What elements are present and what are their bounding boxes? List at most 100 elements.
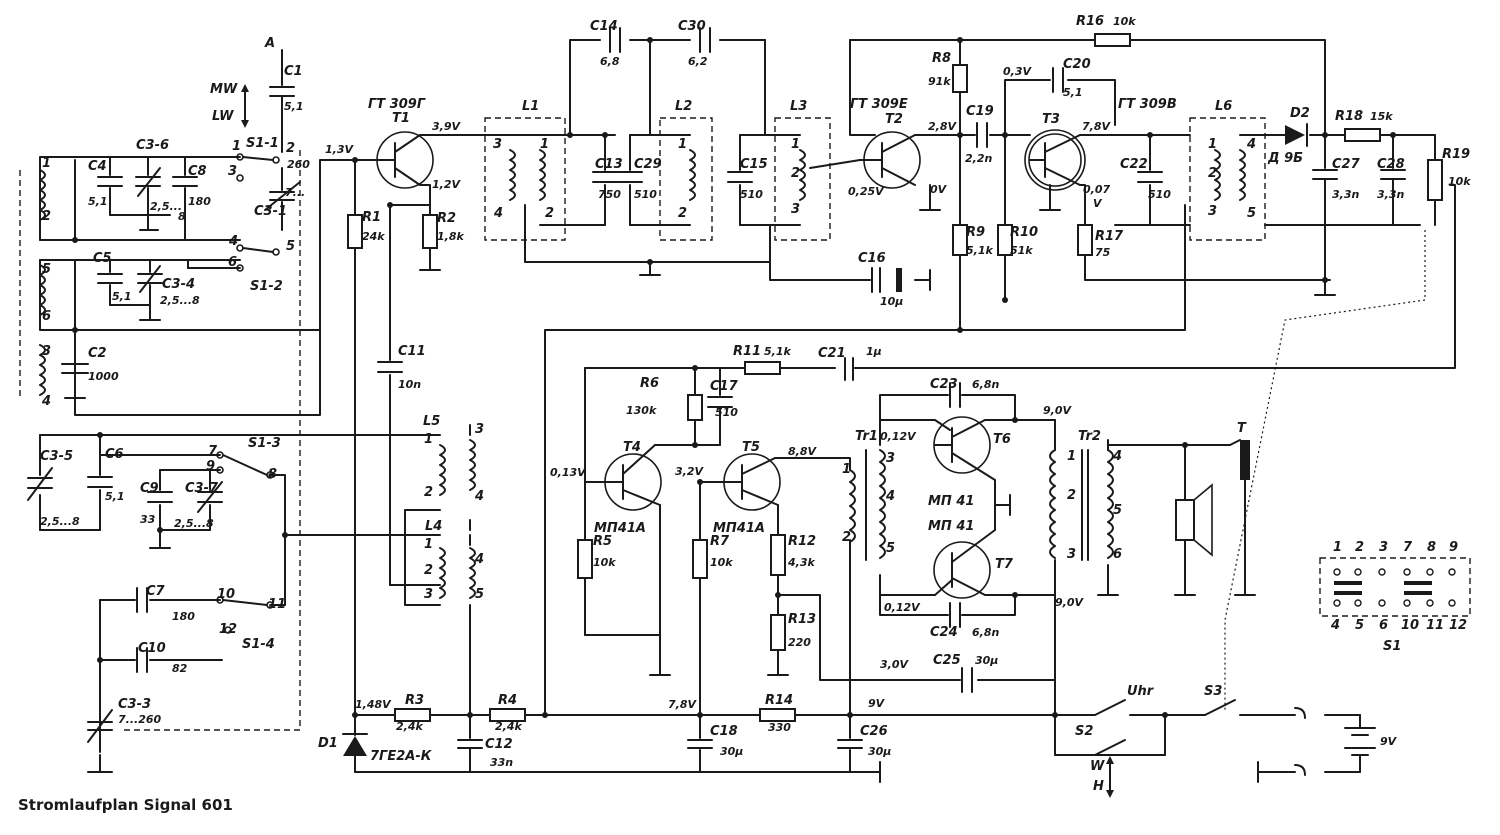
l3-label: L3 <box>790 99 807 114</box>
tr2-pin-2: 2 <box>1067 488 1076 503</box>
c30-value: 6,2 <box>688 55 708 68</box>
c15-value: 510 <box>740 188 763 201</box>
l6-label: L6 <box>1215 99 1232 114</box>
c13-label: C13 <box>595 157 623 172</box>
tr2-pin-6: 6 <box>1113 547 1122 562</box>
switch-contacts <box>216 153 1306 776</box>
c27-value: 3,3n <box>1332 188 1359 201</box>
c14-label: C14 <box>590 19 618 34</box>
resistor-r7 <box>692 539 708 579</box>
c2-value: 1000 <box>88 370 119 383</box>
resistor-r3 <box>394 708 431 722</box>
s1-contact-map-6: 6 <box>1379 618 1388 633</box>
resistor-r8 <box>952 64 968 93</box>
d2-type-label: Д 9Б <box>1267 151 1303 166</box>
s1-contact-map-11: 11 <box>1426 618 1444 633</box>
r11-value: 5,1k <box>764 345 791 358</box>
c20-value: 5,1 <box>1063 86 1083 99</box>
r2-value: 1,8k <box>437 230 464 243</box>
r2-label: R2 <box>437 211 456 226</box>
c14-value: 6,8 <box>600 55 620 68</box>
l-input-pin-1: 1 <box>42 156 51 171</box>
c3-6-range-label: 2,5... <box>150 200 182 213</box>
wh-arrow <box>1106 756 1114 798</box>
r17-label: R17 <box>1095 229 1124 244</box>
s1-contact-map-3: 3 <box>1379 540 1388 555</box>
l5-label: L5 <box>423 414 440 429</box>
tr1-pin-5: 5 <box>886 541 895 556</box>
l6-pin-2: 2 <box>1208 166 1217 181</box>
c3-7-label: C3-7 <box>185 481 219 496</box>
l4-pin-2: 2 <box>424 563 433 578</box>
s1-4-contact-11: 11 <box>268 597 286 612</box>
c22-value: 510 <box>1148 188 1171 201</box>
c1-label: C1 <box>284 64 303 79</box>
c3-7-range-label: 2,5...8 <box>174 517 214 530</box>
loudspeaker <box>1175 483 1213 557</box>
l-input-pin-3: 3 <box>42 344 51 359</box>
c11-value: 10n <box>398 378 421 391</box>
l2-pin-1: 1 <box>678 137 687 152</box>
tr2-pin-4: 4 <box>1112 449 1122 464</box>
supply-voltage-9v: 9V <box>868 697 886 710</box>
c3-4-label: C3-4 <box>162 277 195 292</box>
c3-5-label: C3-5 <box>40 449 73 464</box>
c28-value: 3,3n <box>1377 188 1404 201</box>
resistor-r9 <box>952 224 968 256</box>
c3-5-range-label: 2,5...8 <box>40 515 80 528</box>
c16-label: C16 <box>858 251 886 266</box>
r11-label: R11 <box>733 344 761 359</box>
c3-6-label: C3-6 <box>136 138 169 153</box>
s1-contact-map-10: 10 <box>1401 618 1419 633</box>
s1-contact-map-8: 8 <box>1427 540 1436 555</box>
c12-label: C12 <box>485 737 513 752</box>
resistor-r4 <box>489 708 526 722</box>
l4-pin-5: 5 <box>475 587 484 602</box>
t2-label: T2 <box>885 112 903 127</box>
t4-collector-voltage: 3,2V <box>675 465 704 478</box>
diode-d2 <box>1285 123 1308 147</box>
t4-label: T4 <box>623 440 641 455</box>
c7-value: 180 <box>172 610 195 623</box>
s3-label: S3 <box>1204 684 1222 699</box>
l5-pin-1: 1 <box>424 432 433 447</box>
c21-value: 1µ <box>866 345 882 358</box>
c22-label: C22 <box>1120 157 1148 172</box>
s1-3-contact-8: 8 <box>268 467 277 482</box>
s1-1-contact-2: 2 <box>286 141 295 156</box>
ground-symbols <box>64 209 1336 783</box>
c4-value: 5,1 <box>88 195 108 208</box>
s1-contact-map-5: 5 <box>1355 618 1364 633</box>
resistor-r1 <box>347 214 363 249</box>
c6-label: C6 <box>105 447 124 462</box>
l4-pin-3: 3 <box>424 587 433 602</box>
tr2-label: Tr2 <box>1078 429 1101 444</box>
t2-emitter-voltage: 0V <box>930 183 948 196</box>
c1-value: 5,1 <box>284 100 304 113</box>
c18-label: C18 <box>710 724 738 739</box>
s1-contact-map-12: 12 <box>1449 618 1467 633</box>
t1-type-label: ГТ 309Г <box>368 97 426 112</box>
c17-label: C17 <box>710 379 739 394</box>
l4-pin-4: 4 <box>474 552 484 567</box>
c8-label: C8 <box>188 164 207 179</box>
c3-1-range-min-label: 7... <box>285 186 305 199</box>
c29-label: C29 <box>634 157 662 172</box>
s1-2-label: S1-2 <box>250 279 283 294</box>
t1-collector-voltage: 3,9V <box>432 120 461 133</box>
h-position-label: H <box>1093 779 1104 794</box>
c26-value: 30µ <box>868 745 891 758</box>
l-input-pin-5: 5 <box>42 262 51 277</box>
resistor-r19 <box>1427 159 1443 201</box>
c27-label: C27 <box>1332 157 1361 172</box>
c29-value: 510 <box>634 188 657 201</box>
resistor-r12 <box>770 534 786 576</box>
c3-3-range-label: 7...260 <box>118 713 161 726</box>
r16-value: 10k <box>1113 15 1136 28</box>
t7-label: T7 <box>995 557 1014 572</box>
resistor-r10 <box>997 224 1013 256</box>
band-arrow <box>241 84 249 128</box>
r8-value: 91k <box>928 75 951 88</box>
c9-label: C9 <box>140 481 159 496</box>
